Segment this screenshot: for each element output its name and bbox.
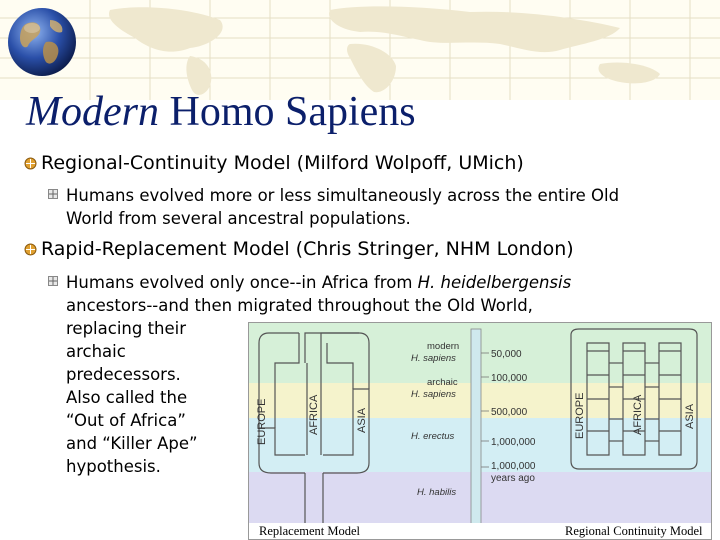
models-diagram-svg: EUROPE AFRICA ASIA modern H. sapiens arc…: [249, 323, 711, 539]
stage-label-archaic-species: H. sapiens: [411, 389, 456, 400]
bullet-regional-continuity: Regional-Continuity Model (Milford Wolpo…: [24, 152, 524, 174]
bullet-diamond-icon: [24, 157, 37, 170]
line-1a: Humans evolved only once--in Africa from: [66, 273, 418, 292]
world-map-header-background: [0, 0, 720, 100]
line-5: predecessors.: [66, 365, 181, 384]
stage-label-archaic: archaic: [427, 377, 458, 388]
caption-regional-continuity-model: Regional Continuity Model: [565, 524, 703, 538]
page-title: Modern Homo Sapiens: [26, 88, 416, 136]
time-label: 500,000: [491, 407, 528, 418]
line-4: archaic: [66, 342, 126, 361]
title-italic-part: Modern: [26, 89, 159, 135]
caption-replacement-model: Replacement Model: [259, 524, 361, 538]
time-label: 100,000: [491, 373, 528, 384]
sub-bullet-box-icon: [48, 276, 58, 286]
sub-bullet-text: Humans evolved only once--in Africa from…: [66, 271, 648, 478]
time-label: 1,000,000: [491, 461, 536, 472]
left-region-asia: ASIA: [356, 407, 368, 433]
caption-strip: [249, 523, 711, 539]
globe-icon: [8, 8, 76, 76]
time-label: 1,000,000: [491, 437, 536, 448]
species-name: H. heidelbergensis: [417, 273, 572, 292]
line-3: replacing their: [66, 319, 187, 338]
title-regular-part: Homo Sapiens: [158, 89, 416, 135]
sub-bullet-regional: Humans evolved more or less simultaneous…: [48, 184, 668, 230]
line-9: hypothesis.: [66, 457, 161, 476]
timeline-bar: [470, 328, 482, 530]
stage-label-modern-species: H. sapiens: [411, 353, 456, 364]
left-region-africa: AFRICA: [308, 394, 320, 435]
line-7: “Out of Africa”: [66, 411, 186, 430]
replacement-tree: [258, 332, 370, 530]
stage-label-modern: modern: [427, 341, 459, 352]
timeline-ticks: [481, 352, 489, 468]
sub-bullet-box-icon: [48, 189, 58, 199]
time-label: years ago: [491, 473, 535, 484]
line-8: and “Killer Ape”: [66, 434, 198, 453]
bullet-heading: Regional-Continuity Model (Milford Wolpo…: [41, 152, 524, 174]
line-6: Also called the: [66, 388, 188, 407]
stage-label-erectus: H. erectus: [411, 431, 455, 442]
left-region-europe: EUROPE: [256, 399, 268, 445]
right-region-africa: AFRICA: [632, 394, 644, 435]
bullet-diamond-icon: [24, 243, 37, 256]
line-2: ancestors--and then migrated throughout …: [66, 296, 533, 315]
sub-bullet-replacement: Humans evolved only once--in Africa from…: [48, 271, 648, 478]
bullet-rapid-replacement: Rapid-Replacement Model (Chris Stringer,…: [24, 238, 574, 260]
bullet-heading: Rapid-Replacement Model (Chris Stringer,…: [41, 238, 574, 260]
regional-continuity-tree: [570, 328, 698, 470]
right-region-asia: ASIA: [684, 403, 696, 429]
time-label: 50,000: [491, 349, 522, 360]
models-diagram: EUROPE AFRICA ASIA modern H. sapiens arc…: [248, 322, 712, 540]
stage-label-habilis: H. habilis: [417, 487, 456, 498]
right-region-europe: EUROPE: [574, 393, 586, 439]
sub-bullet-text: Humans evolved more or less simultaneous…: [66, 186, 620, 228]
